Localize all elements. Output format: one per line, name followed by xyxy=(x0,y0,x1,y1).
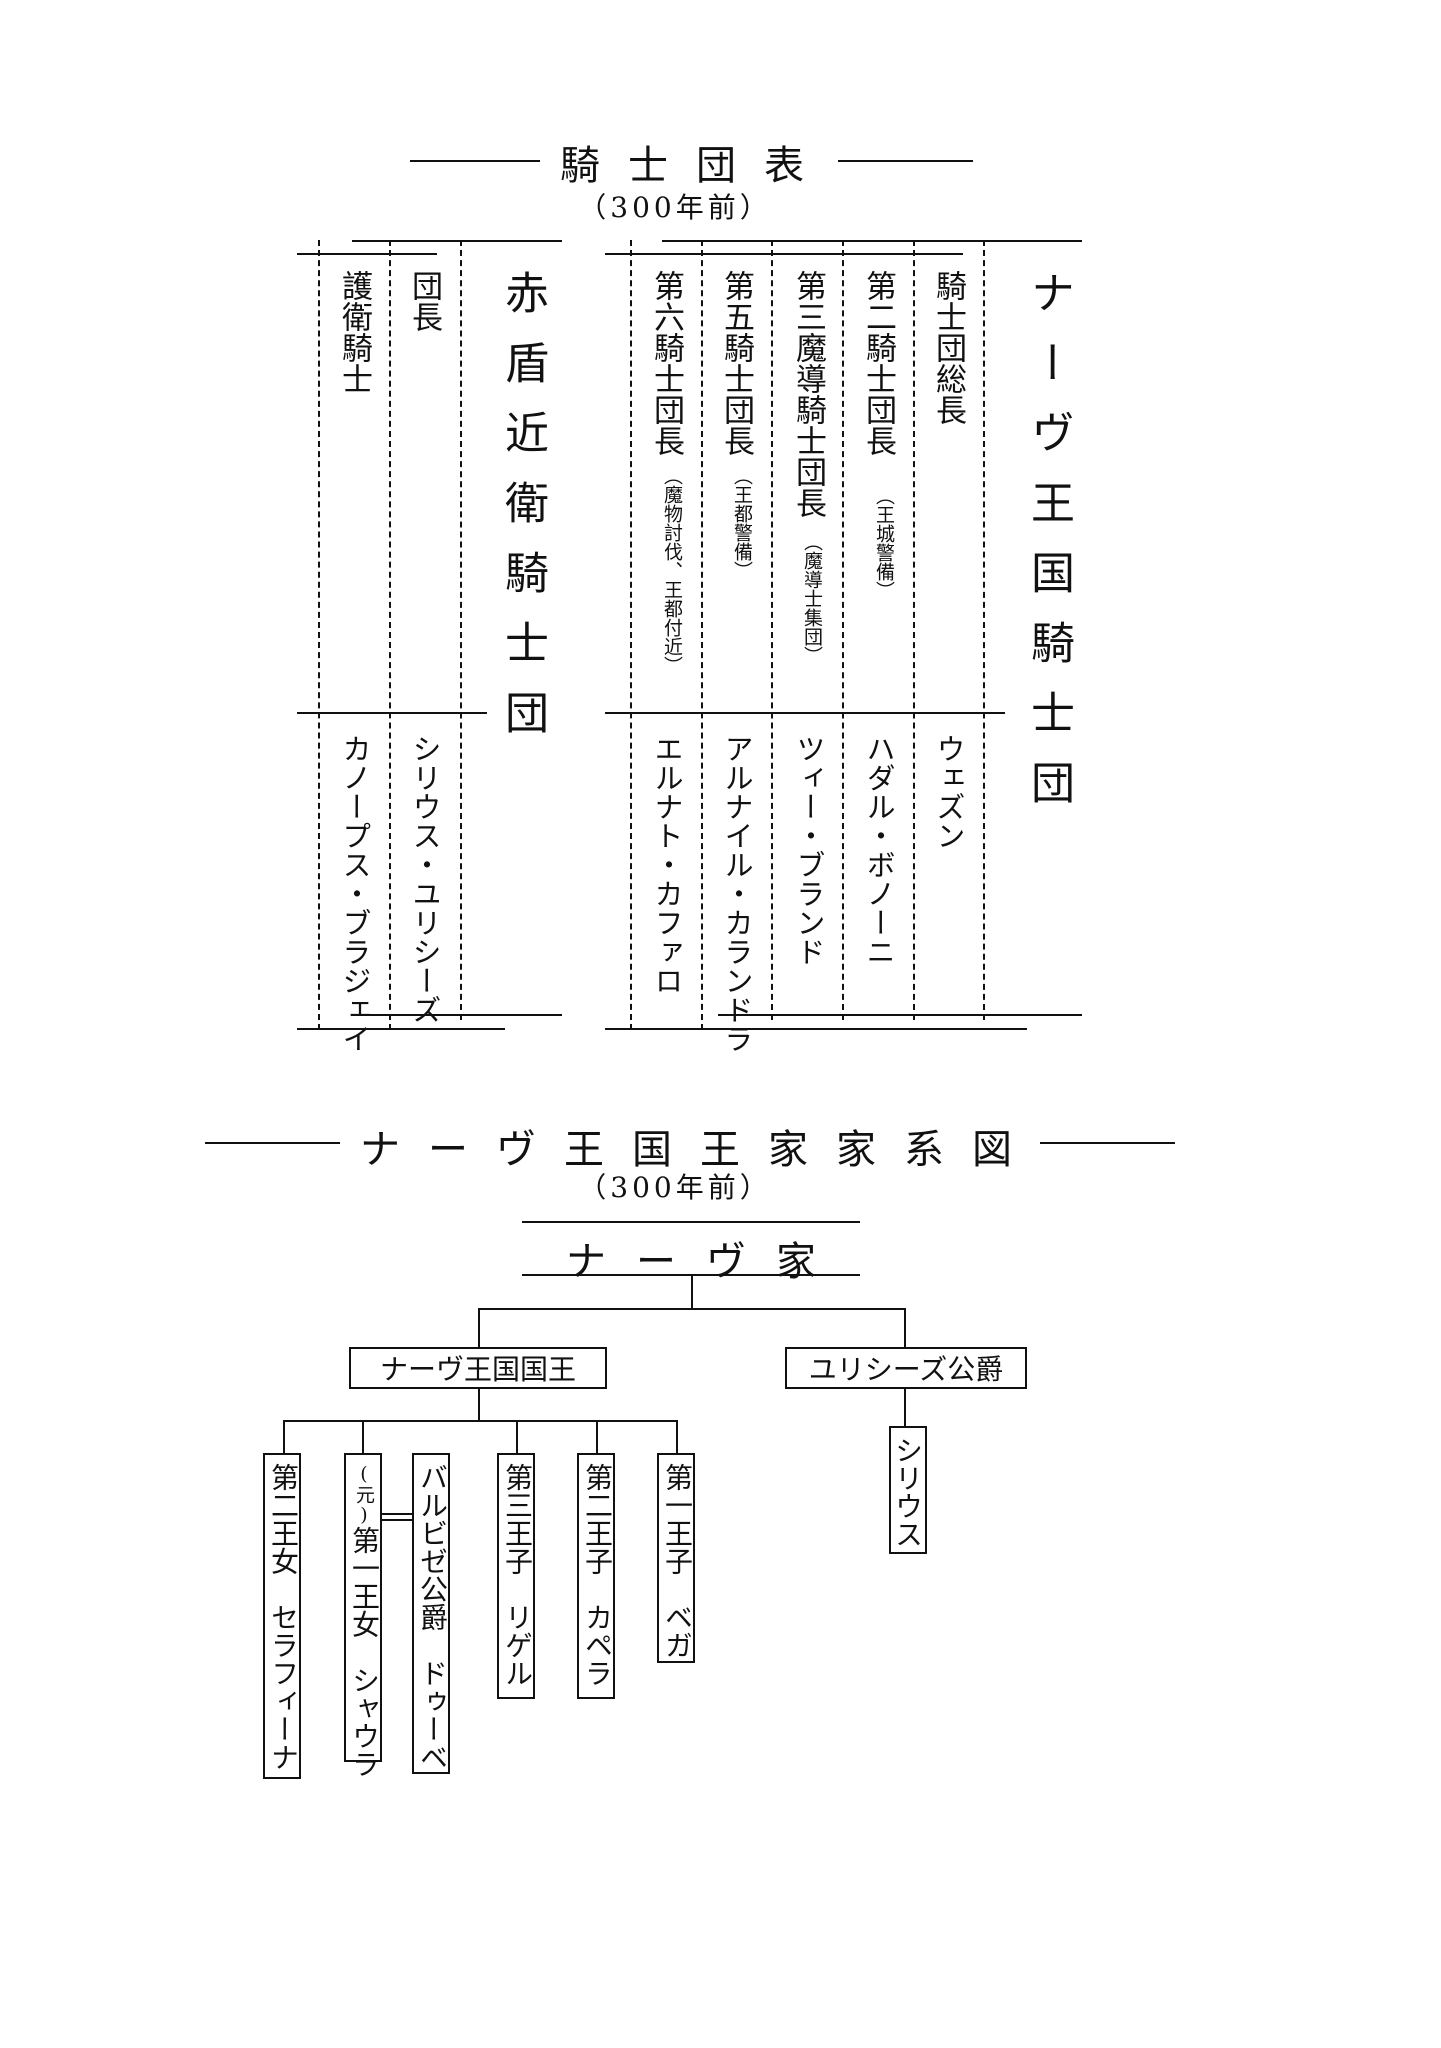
connector xyxy=(283,1420,285,1454)
nav-top-rule-2 xyxy=(605,253,963,255)
child-box: 第二王女 セラフィーナ xyxy=(263,1453,301,1779)
family-era: （300年前） xyxy=(578,1171,772,1204)
nav-mid-rule xyxy=(605,712,1005,714)
nav-role-person: エルナト・カファロ xyxy=(650,734,684,995)
title-rule-left xyxy=(410,160,540,162)
nav-divider xyxy=(701,240,703,1030)
nav-role-title: 第二騎士団長 xyxy=(860,270,896,456)
nav-role-person: アルナイル・カランドラ xyxy=(720,734,754,1053)
child-rank: 第二王女 xyxy=(267,1463,300,1575)
nav-bottom-rule-1 xyxy=(718,1014,1082,1016)
child-rank: 第三王子 xyxy=(501,1463,534,1575)
child-box: 第一王子 ベガ xyxy=(657,1453,695,1663)
nav-top-rule-1 xyxy=(662,240,1082,242)
connector xyxy=(904,1308,906,1348)
connector xyxy=(478,1308,904,1310)
nav-role-note: （王都警備） xyxy=(731,466,753,580)
nav-role-person: ハダル・ボノーニ xyxy=(862,734,896,966)
connector xyxy=(516,1420,518,1454)
nav-group-name: ナーヴ王国騎士団 xyxy=(1023,270,1074,830)
red-role-title: 団長 xyxy=(406,270,442,332)
nav-bottom-rule-2 xyxy=(605,1028,1027,1030)
nav-role-person: ツィー・ブランド xyxy=(792,734,826,966)
child-name: カペラ xyxy=(581,1603,614,1687)
child-name: リゲル xyxy=(501,1603,534,1687)
connector xyxy=(283,1420,676,1422)
nav-divider xyxy=(983,240,985,1020)
title-rule-left xyxy=(205,1142,340,1144)
child-name: ベガ xyxy=(661,1603,694,1659)
red-bottom-rule-2 xyxy=(297,1028,505,1030)
red-top-rule-2 xyxy=(297,253,437,255)
connector xyxy=(596,1420,598,1454)
knights-title: 騎士団表 xyxy=(560,143,832,189)
nav-role-note: （魔導士集団） xyxy=(801,532,823,665)
child-box: バルビゼ公爵 ドゥーベ xyxy=(412,1453,450,1774)
nav-divider xyxy=(771,240,773,1020)
connector xyxy=(691,1274,693,1308)
red-group-name: 赤盾近衛騎士団 xyxy=(497,270,548,760)
connector xyxy=(478,1389,480,1421)
child-rank: バルビゼ公爵 xyxy=(416,1463,449,1631)
connector xyxy=(904,1389,906,1427)
nav-role-title: 第五騎士団長 xyxy=(718,270,754,456)
family-title: ナーヴ王国王家家系図 xyxy=(360,1127,1040,1173)
child-name: セラフィーナ xyxy=(267,1603,300,1771)
nav-divider xyxy=(913,240,915,1020)
duke-box: ユリシーズ公爵 xyxy=(785,1347,1027,1389)
nav-divider xyxy=(842,240,844,1020)
red-role-person: シリウス・ユリシーズ xyxy=(408,734,442,1024)
nav-role-title: 騎士団総長 xyxy=(930,270,966,425)
connector xyxy=(676,1420,678,1454)
house-name: ナーヴ家 xyxy=(566,1239,846,1285)
child-box: 第三王子 リゲル xyxy=(497,1453,535,1699)
marriage-line xyxy=(382,1513,412,1515)
child-rank: 第二王子 xyxy=(581,1463,614,1575)
red-divider xyxy=(389,240,391,1030)
red-role-person: カノープス・ブラジェイ xyxy=(338,734,372,1053)
red-bottom-rule-1 xyxy=(352,1014,562,1016)
title-rule-right xyxy=(1040,1142,1175,1144)
duke-child-box: シリウス xyxy=(889,1426,927,1554)
marriage-line xyxy=(382,1519,412,1521)
child-name: ドゥーベ xyxy=(416,1659,449,1771)
nav-role-note: （王城警備） xyxy=(873,486,895,600)
nav-divider xyxy=(630,240,632,1030)
king-box: ナーヴ王国国王 xyxy=(349,1347,607,1389)
child-rank: 第一王女 xyxy=(348,1526,381,1638)
child-box: (元)第一王女 シャウラ xyxy=(344,1453,382,1778)
red-top-rule-1 xyxy=(352,240,562,242)
child-rank: 第一王子 xyxy=(661,1463,694,1575)
nav-role-2: 第二騎士団長 xyxy=(860,270,910,460)
house-top-rule xyxy=(522,1221,860,1223)
child-box: 第二王子 カペラ xyxy=(577,1453,615,1699)
nav-role-title: 第六騎士団長 xyxy=(648,270,684,456)
connector xyxy=(478,1308,480,1348)
nav-role-title: 第三魔導騎士団長 xyxy=(790,270,826,518)
child-name: シャウラ xyxy=(348,1666,381,1778)
red-role-title: 護衛騎士 xyxy=(336,270,372,394)
nav-role-person: ウェズン xyxy=(932,734,966,850)
connector xyxy=(362,1420,364,1454)
red-mid-rule xyxy=(297,712,487,714)
knights-era: （300年前） xyxy=(578,191,772,224)
nav-role-note: （魔物討伐、王都付近） xyxy=(661,466,683,675)
title-rule-right xyxy=(838,160,973,162)
child-prefix: (元) xyxy=(353,1463,375,1526)
red-divider xyxy=(460,240,462,1020)
red-divider xyxy=(318,240,320,1030)
